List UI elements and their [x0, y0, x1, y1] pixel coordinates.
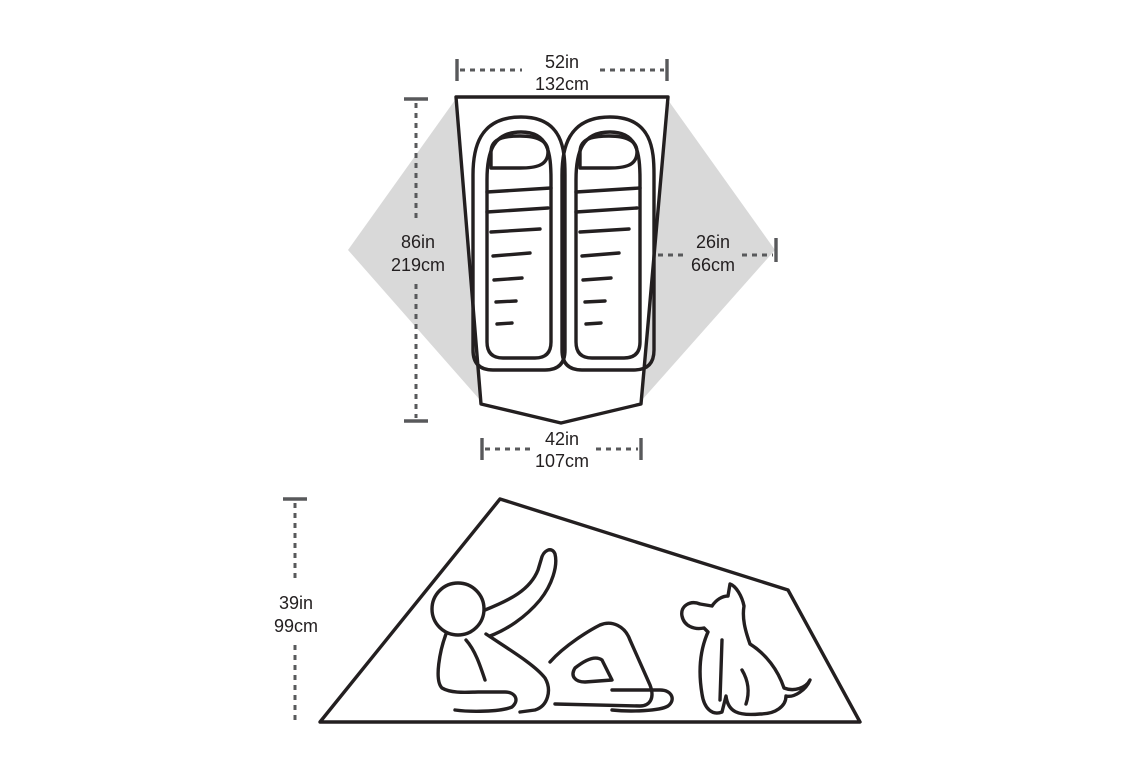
side-view: 39in 99cm	[274, 497, 862, 724]
width-top-cm: 132cm	[535, 74, 589, 94]
height-cm: 99cm	[274, 616, 318, 636]
person-icon	[430, 548, 674, 714]
width-bottom-in: 42in	[545, 429, 579, 449]
length-cm: 219cm	[391, 255, 445, 275]
width-top-dimension: 52in 132cm	[455, 52, 669, 94]
tent-side-profile	[318, 497, 862, 724]
sleeping-bag-left-icon	[471, 115, 567, 372]
width-bottom-cm: 107cm	[535, 451, 589, 471]
sleeping-bag-right-icon	[560, 115, 656, 372]
length-dimension: 86in 219cm	[391, 97, 445, 423]
height-in: 39in	[279, 593, 313, 613]
vestibule-depth-cm: 66cm	[691, 255, 735, 275]
vestibule-depth-in: 26in	[696, 232, 730, 252]
top-view: 52in 132cm 86in 219cm 26in 66cm 42in	[348, 52, 778, 471]
height-dimension: 39in 99cm	[274, 497, 318, 722]
width-bottom-dimension: 42in 107cm	[480, 429, 643, 471]
right-vestibule	[642, 100, 775, 400]
left-vestibule	[348, 100, 480, 400]
width-top-in: 52in	[545, 52, 579, 72]
vestibule-depth-dimension: 26in 66cm	[658, 232, 778, 275]
length-in: 86in	[401, 232, 435, 252]
dog-icon	[680, 582, 812, 717]
